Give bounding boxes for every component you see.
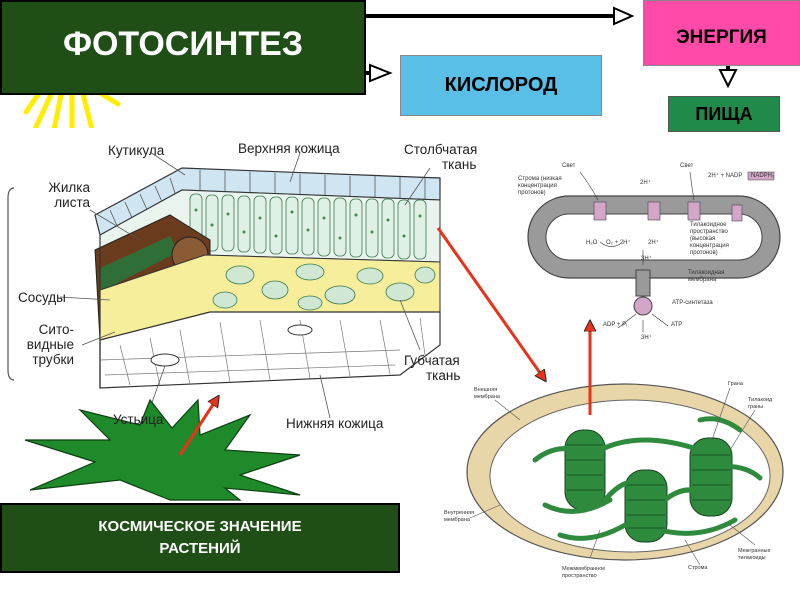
chloro-thylakoid-line2: граны — [748, 403, 764, 410]
scheme-lumen-line2: пространство — [690, 229, 728, 235]
label-palisade-line2: ткань — [442, 157, 477, 172]
scheme-atp-synthase: ATP-синтетаза — [672, 300, 713, 306]
food-box: ПИЩА — [668, 96, 780, 132]
chloro-intermembrane-line2: пространство — [562, 572, 597, 579]
label-lower-epidermis: Нижняя кожица — [286, 416, 384, 431]
scheme-stroma-line1: Строма (низкая — [518, 176, 562, 182]
arrow-photosynthesis-to-oxygen — [366, 63, 393, 83]
scheme-lumen-line3: (высокая — [690, 236, 716, 242]
scheme-light-right: Свет — [680, 163, 694, 169]
chloro-inter-grana-line1: Межгранные — [738, 548, 771, 554]
scheme-nadp: 2H⁺ + NADP — [708, 173, 743, 179]
label-vein-line1: Жилка — [48, 180, 90, 195]
oxygen-box: КИСЛОРОД — [400, 55, 602, 116]
label-sieve-line1: Сито- — [38, 322, 74, 337]
chloro-outer-line1: Внешняя — [474, 387, 498, 393]
label-upper-epidermis: Верхняя кожица — [238, 141, 340, 156]
scheme-stroma-line3: протонов) — [518, 190, 546, 196]
chloro-inter-grana: Межгранные тилакоиды — [738, 548, 771, 561]
plant-icon — [24, 398, 301, 501]
cosmic-significance-box: КОСМИЧЕСКОЕ ЗНАЧЕНИЕ РАСТЕНИЙ — [0, 503, 400, 573]
scheme-membrane-line1: Тилакоидная — [688, 270, 725, 276]
arrow-photosynthesis-to-energy — [366, 6, 635, 26]
label-vein: Жилка листа — [40, 180, 90, 210]
cosmic-label-line2: РАСТЕНИЙ — [159, 540, 241, 557]
chloro-intermembrane-line1: Межмембранное — [562, 566, 606, 572]
scheme-lumen: Тилакоидное пространство (высокая концен… — [690, 222, 729, 257]
photosynthesis-box: ФОТОСИНТЕЗ — [0, 0, 366, 95]
chloro-outer-line2: мембрана — [474, 393, 500, 400]
scheme-2h-mid: 2H⁺ — [648, 240, 659, 246]
food-label: ПИЩА — [695, 103, 753, 124]
chloro-outer-membrane: Внешняя мембрана — [474, 387, 500, 400]
chloro-stroma: Строма — [688, 565, 708, 571]
chloroplast — [466, 383, 784, 566]
scheme-oxygen-reaction: O₂ + 2H⁺ — [606, 240, 631, 246]
scheme-2h-top: 2H⁺ — [640, 180, 651, 186]
red-arrows — [178, 227, 590, 456]
label-stomata: Устьица — [113, 412, 164, 427]
scheme-atp: ATP — [671, 322, 683, 328]
scheme-3h-bottom: 3H⁺ — [641, 335, 652, 341]
label-palisade-line1: Столбчатая — [404, 142, 478, 157]
label-cuticle: Кутикула — [108, 143, 165, 158]
scheme-lumen-line1: Тилакоидное — [690, 222, 727, 228]
cosmic-label-line1: КОСМИЧЕСКОЕ ЗНАЧЕНИЕ — [98, 518, 302, 535]
label-spongy: Губчатая ткань — [404, 353, 460, 383]
label-spongy-line2: ткань — [426, 368, 461, 383]
chloro-inner-membrane: Внутренняя мембрана — [444, 510, 474, 523]
label-sieve-line2: видные — [26, 337, 74, 352]
scheme-membrane: Тилакоидная мембрана — [688, 270, 724, 284]
label-vessels: Сосуды — [18, 290, 66, 305]
chloro-inner-line2: мембрана — [444, 516, 470, 523]
scheme-stroma: Строма (низкая концентрация протонов) — [518, 176, 562, 197]
label-sieve-tubes: Сито- видные трубки — [22, 322, 74, 367]
arrow-energy-to-food — [718, 66, 738, 89]
photosynthesis-label: ФОТОСИНТЕЗ — [62, 25, 304, 63]
leaf-cross-section — [4, 128, 441, 456]
thylakoid-scheme — [527, 171, 781, 332]
chloro-thylakoid: Тилакоид граны — [748, 397, 772, 410]
scheme-lumen-line5: протонов) — [690, 250, 718, 256]
scheme-3h-top: 3H⁺ — [641, 256, 652, 262]
oxygen-label: КИСЛОРОД — [444, 74, 558, 96]
energy-box: ЭНЕРГИЯ — [643, 0, 800, 66]
chloro-inter-grana-line2: тилакоиды — [738, 554, 766, 561]
chloro-intermembrane: Межмембранное пространство — [562, 566, 605, 579]
label-spongy-line1: Губчатая — [404, 353, 460, 368]
label-sieve-line3: трубки — [32, 352, 74, 367]
label-palisade: Столбчатая ткань — [404, 142, 477, 172]
scheme-stroma-line2: концентрация — [518, 183, 557, 189]
scheme-light-left: Свет — [562, 163, 576, 169]
energy-label: ЭНЕРГИЯ — [676, 27, 767, 48]
scheme-lumen-line4: концентрация — [690, 243, 729, 249]
chloro-inner-line1: Внутренняя — [444, 510, 475, 516]
chloro-thylakoid-line1: Тилакоид — [748, 397, 773, 403]
scheme-membrane-line2: мембрана — [688, 277, 717, 283]
scheme-adp: ADP + Pᵢ — [603, 322, 628, 328]
scheme-nadph: NADPH₂ — [751, 173, 775, 179]
scheme-water: H₂O — [586, 240, 598, 246]
chloro-grana: Грана — [728, 381, 743, 387]
label-vein-line2: листа — [54, 195, 90, 210]
